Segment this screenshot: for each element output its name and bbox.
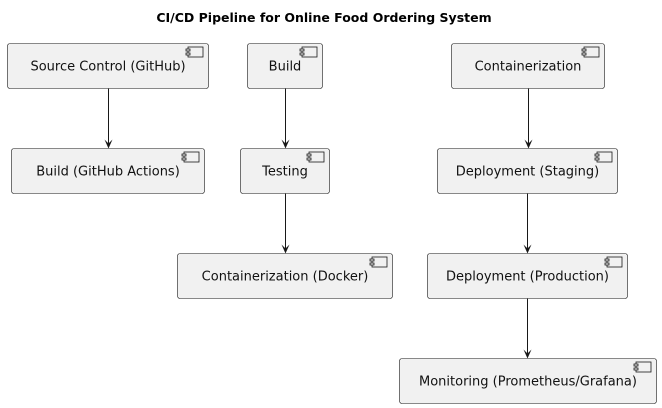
node-box: [7, 43, 209, 89]
node-label: Build: [269, 60, 302, 75]
node-box: [11, 148, 205, 194]
edge-build-to-testing: [281, 88, 290, 149]
node-containerization: Containerization: [451, 43, 605, 89]
node-box: [427, 253, 628, 299]
node-testing: Testing: [240, 148, 330, 194]
component-icon: [633, 361, 652, 373]
component-icon: [581, 46, 600, 58]
edge-containerization-to-deployment-staging: [524, 88, 533, 149]
arrow-head-icon: [281, 244, 290, 254]
component-icon: [181, 151, 200, 163]
diagram-title: CI/CD Pipeline for Online Food Ordering …: [156, 10, 491, 25]
edges-layer: [104, 88, 533, 359]
node-build-actions: Build (GitHub Actions): [11, 148, 205, 194]
node-label: Deployment (Staging): [456, 165, 599, 180]
arrow-head-icon: [523, 349, 532, 359]
component-icon: [369, 256, 388, 268]
node-label: Monitoring (Prometheus/Grafana): [419, 375, 637, 390]
node-monitoring: Monitoring (Prometheus/Grafana): [399, 358, 657, 404]
node-deployment-staging: Deployment (Staging): [437, 148, 618, 194]
node-label: Source Control (GitHub): [30, 60, 185, 75]
node-box: [177, 253, 393, 299]
node-label: Containerization (Docker): [202, 270, 369, 285]
arrow-head-icon: [104, 139, 113, 149]
arrow-head-icon: [524, 139, 533, 149]
edge-deployment-staging-to-deployment-production: [523, 193, 532, 254]
component-icon: [299, 46, 318, 58]
node-source-control: Source Control (GitHub): [7, 43, 209, 89]
node-box: [399, 358, 657, 404]
node-containerization-docker: Containerization (Docker): [177, 253, 393, 299]
component-icon: [604, 256, 623, 268]
edge-source-control-to-build-actions: [104, 88, 113, 149]
node-build: Build: [247, 43, 323, 89]
node-label: Testing: [261, 165, 308, 180]
arrow-head-icon: [523, 244, 532, 254]
arrow-head-icon: [281, 139, 290, 149]
edge-deployment-production-to-monitoring: [523, 298, 532, 359]
component-icon: [185, 46, 204, 58]
node-label: Containerization: [475, 60, 582, 75]
component-icon: [306, 151, 325, 163]
node-deployment-production: Deployment (Production): [427, 253, 628, 299]
node-box: [437, 148, 618, 194]
edge-testing-to-containerization-docker: [281, 193, 290, 254]
node-label: Deployment (Production): [446, 270, 609, 285]
component-icon: [594, 151, 613, 163]
nodes-layer: Source Control (GitHub) Build (GitHub Act…: [7, 43, 657, 404]
node-box: [451, 43, 605, 89]
node-label: Build (GitHub Actions): [36, 165, 180, 180]
